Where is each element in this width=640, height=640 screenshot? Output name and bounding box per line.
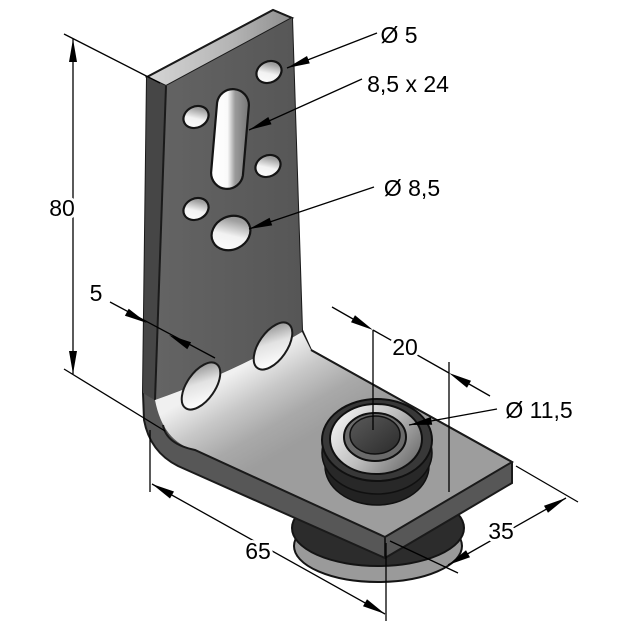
stiffening-ribs (180, 321, 294, 411)
dim80-ext-top (63, 33, 161, 84)
mounting-holes (182, 59, 283, 252)
hole-top-right (255, 59, 283, 85)
dim20-tail-right (468, 383, 491, 397)
hole-mid-right (254, 153, 282, 179)
dim-label-boss-diameter: Ø 11,5 (505, 397, 572, 423)
dim35-ext-front (389, 540, 459, 574)
boss-bore (349, 415, 401, 455)
bracket-side-face (143, 77, 166, 400)
rib-left (180, 361, 222, 411)
dim20-tail-left (331, 306, 354, 320)
dim-label-small-hole: Ø 5 (380, 22, 417, 48)
dim80-ext-bottom (63, 368, 166, 432)
dim35-ext-back (515, 465, 579, 503)
dim65-line (151, 483, 386, 615)
dim-label-length: 65 (245, 538, 271, 564)
dim-label-slot: 8,5 x 24 (367, 71, 449, 97)
dimension-lines (63, 32, 579, 621)
dim-label-thickness: 5 (90, 280, 103, 306)
rib-right (252, 321, 294, 371)
dim-label-height: 80 (49, 195, 75, 221)
dim-label-boss-offset: 20 (392, 334, 418, 360)
dim-label-large-hole: Ø 8,5 (384, 175, 440, 201)
hole-large (210, 214, 252, 252)
dim20-line (372, 329, 450, 374)
slot-hole (209, 88, 251, 190)
dim-label-width: 35 (488, 518, 514, 544)
hole-top-left (182, 104, 210, 130)
hole-mid-left (182, 196, 210, 222)
front-left-edge-line (154, 85, 167, 401)
dimension-labels: 80 5 Ø 5 8,5 x 24 Ø 8,5 20 Ø 11,5 65 35 (46, 19, 575, 567)
rubber-boss (321, 398, 433, 506)
